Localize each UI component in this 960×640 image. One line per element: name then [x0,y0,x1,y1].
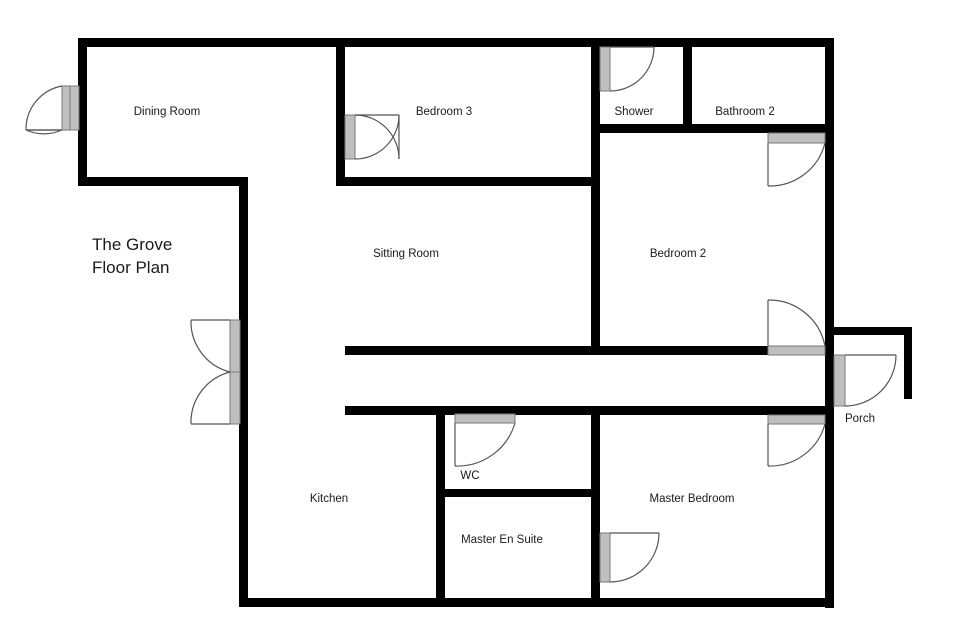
plan-title-line-1: The Grove [92,235,172,254]
wall-hall-left [239,177,248,607]
wall-bedroom3-left [336,38,345,186]
door-bedroom-3[interactable] [344,114,400,160]
door-porch-entry[interactable] [833,354,897,407]
door-shower[interactable] [599,46,655,92]
door-dining-room-east-leaf[interactable] [69,85,80,131]
wall-bathroom2-bottom [600,124,834,133]
room-label-sitting-room: Sitting Room [373,248,439,260]
room-label-master-bedroom: Master Bedroom [649,493,734,505]
wall-corridor-top [345,346,834,355]
wall-exterior-bottom [239,598,834,607]
wall-exterior-top [78,38,834,47]
walls-group [78,38,912,608]
room-labels-group: Dining Room Bedroom 3 Shower Bathroom 2 … [134,106,875,546]
wall-corridor-bottom [345,406,834,415]
room-label-master-en-suite: Master En Suite [461,534,543,546]
door-kitchen-french-bottom[interactable] [190,371,241,425]
room-label-kitchen: Kitchen [310,493,348,505]
door-bathroom-2[interactable] [767,132,826,187]
wall-porch-top [825,327,912,335]
door-master-bedroom-hall[interactable] [767,414,826,467]
room-label-wc: WC [460,470,479,482]
wall-exterior-right [825,38,834,608]
room-label-bedroom-2: Bedroom 2 [650,248,706,260]
room-label-bedroom-3: Bedroom 3 [416,106,472,118]
wall-wc-ensuite-right [591,406,600,607]
plan-title-line-2: Floor Plan [92,258,169,277]
wall-dining-room-bottom [78,177,248,186]
door-bedroom-2[interactable] [767,299,826,356]
wall-porch-right [904,327,912,399]
plan-title: The Grove Floor Plan [92,235,172,277]
wall-shower-bathroom-divider [683,38,692,133]
room-label-porch: Porch [845,413,875,425]
wall-central-vertical [591,38,600,350]
wall-bedroom3-bottom [336,177,600,186]
wall-wc-ensuite-divider [436,489,600,497]
wall-exterior-left-upper [78,38,87,186]
door-master-ensuite[interactable] [599,532,660,583]
room-label-dining-room: Dining Room [134,106,200,118]
room-label-bathroom-2: Bathroom 2 [715,106,774,118]
room-label-shower: Shower [615,106,654,118]
wall-wc-left [436,406,445,607]
doors-group [25,46,897,583]
door-wc[interactable] [454,413,516,467]
